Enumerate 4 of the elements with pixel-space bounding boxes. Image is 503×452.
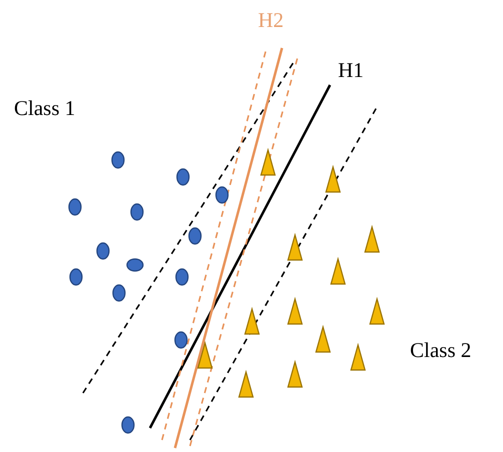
class-label: Class 2 (410, 340, 472, 361)
line-label: H1 (338, 60, 364, 81)
line-label: H2 (258, 10, 284, 31)
class-label: Class 1 (14, 98, 76, 119)
